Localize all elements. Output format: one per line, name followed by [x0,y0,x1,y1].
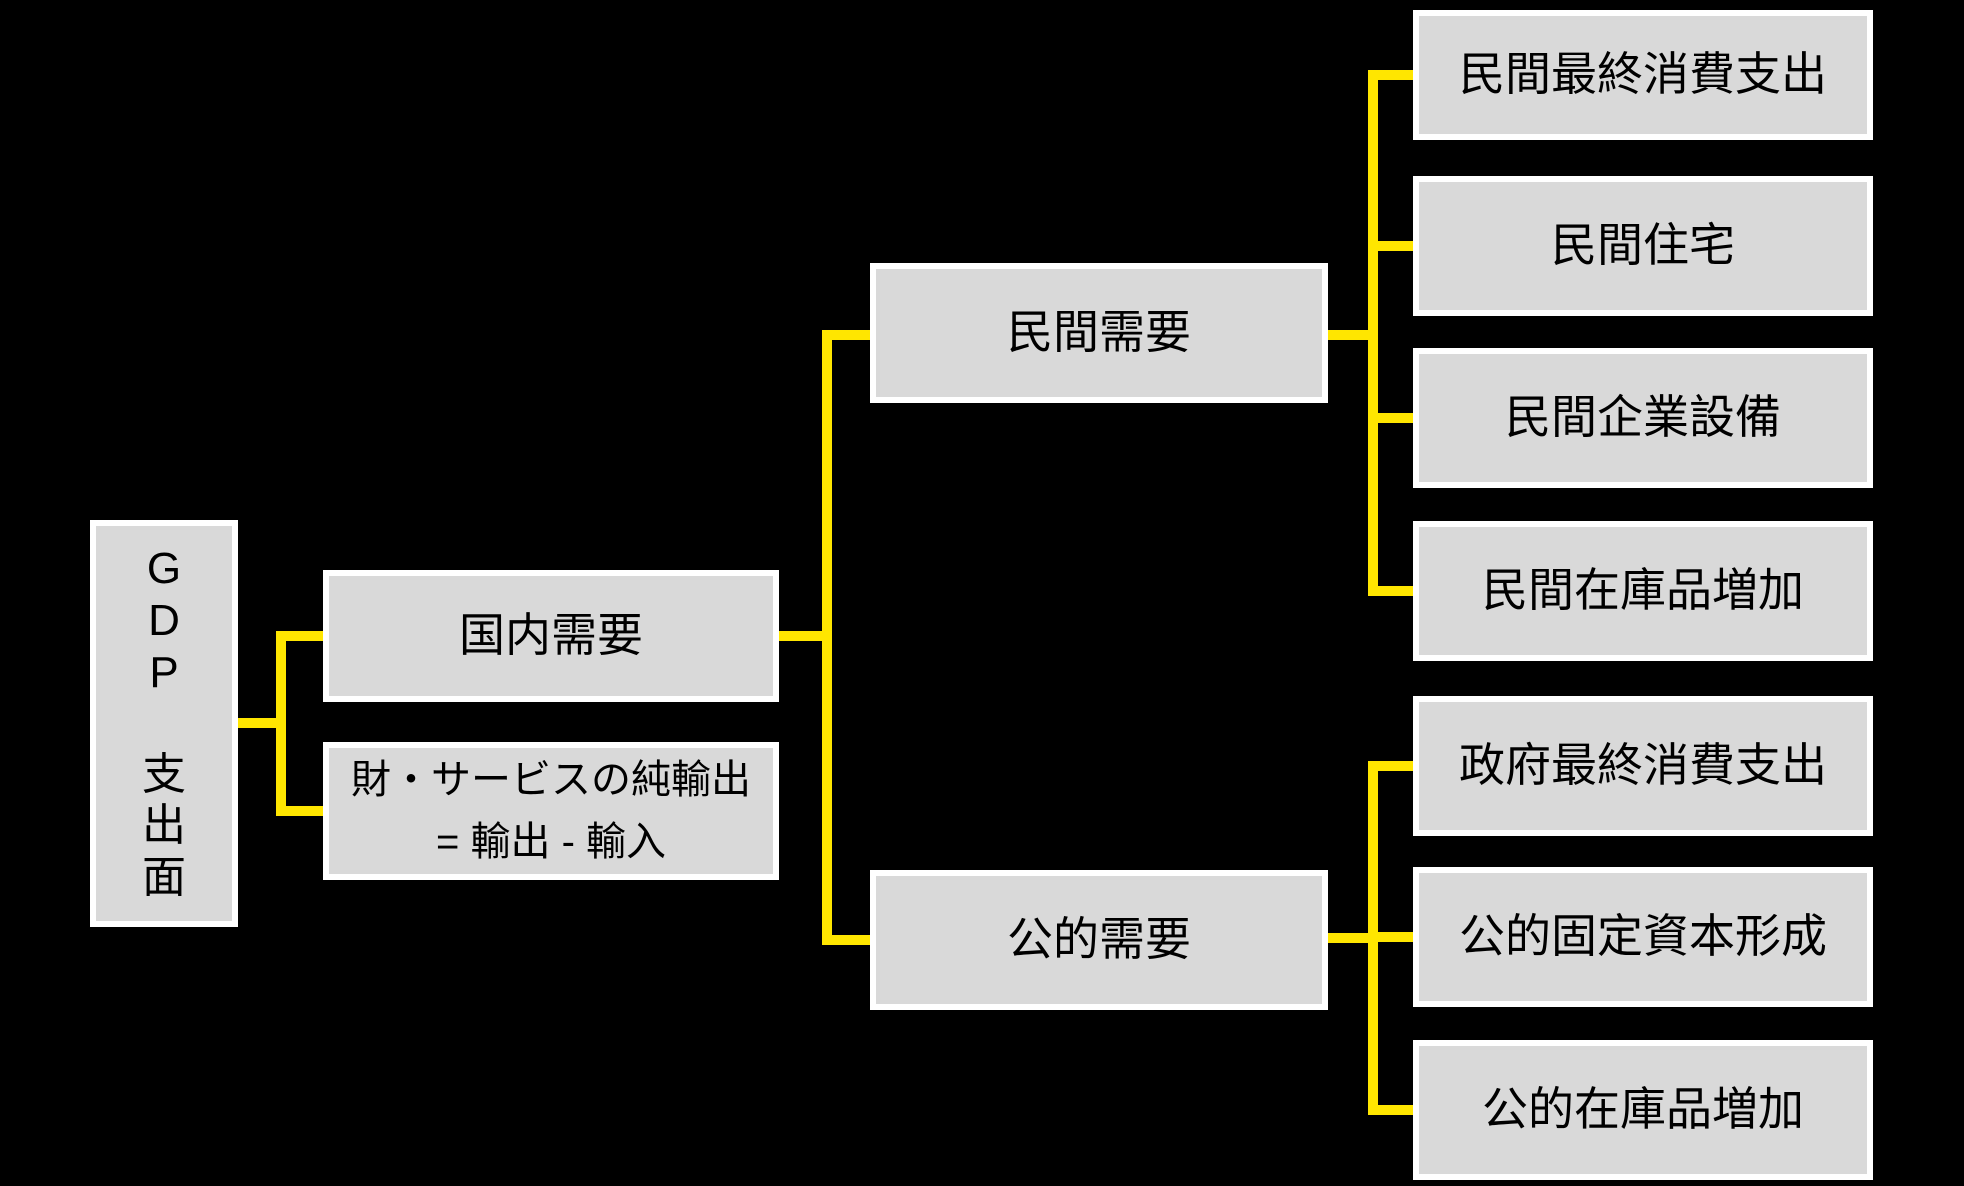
node-label: 公的在庫品増加 [1482,1083,1804,1136]
connector-bracket-level1 [276,631,286,816]
gdp-char: 面 [142,853,186,903]
node-net-exports: 財・サービスの純輸出 = 輸出 - 輸入 [323,742,779,880]
connector-to-private-housing [1368,241,1413,251]
connector-to-net-exports [276,806,323,816]
connector-bracket-private-items [1368,70,1378,596]
connector-to-private-demand [822,330,870,340]
connector-gdp-to-bracket [238,718,286,728]
connector-to-public-fixed-capital-formation [1368,932,1413,942]
connector-to-public-demand [822,935,870,945]
gdp-char: D [148,595,180,645]
gdp-char: P [149,647,179,697]
node-public-fixed-capital-formation: 公的固定資本形成 [1413,867,1873,1007]
node-private-housing: 民間住宅 [1413,176,1873,316]
gdp-char: 支 [142,749,186,799]
connector-private-to-bracket [1328,330,1378,340]
connector-to-public-inventory-increase [1368,1105,1413,1115]
node-label: 公的固定資本形成 [1459,910,1827,963]
connector-to-private-inventory-increase [1368,586,1413,596]
node-label: 民間企業設備 [1505,391,1781,444]
connector-to-private-business-equipment [1368,413,1413,423]
gdp-char: 出 [142,801,186,851]
node-label: 民間在庫品増加 [1482,564,1804,617]
connector-to-domestic-demand [276,631,323,641]
node-private-final-consumption: 民間最終消費支出 [1413,10,1873,140]
net-exports-line1: 財・サービスの純輸出 [351,758,751,802]
node-label: 公的需要 [1007,913,1191,966]
node-label: 政府最終消費支出 [1459,739,1827,792]
node-private-inventory-increase: 民間在庫品増加 [1413,521,1873,661]
node-gdp-expenditure: G D P 支 出 面 [90,520,238,927]
node-government-final-consumption: 政府最終消費支出 [1413,696,1873,836]
connector-public-to-bracket [1328,933,1378,943]
node-public-demand: 公的需要 [870,870,1328,1010]
node-public-inventory-increase: 公的在庫品増加 [1413,1040,1873,1180]
connector-to-government-final-consumption [1368,761,1413,771]
node-private-demand: 民間需要 [870,263,1328,403]
connector-domestic-to-bracket [779,631,828,641]
gdp-char: G [146,543,182,593]
node-domestic-demand: 国内需要 [323,570,779,702]
net-exports-line2: = 輸出 - 輸入 [435,820,667,864]
node-label: 民間需要 [1007,306,1191,359]
node-label: 民間住宅 [1551,219,1735,272]
node-private-business-equipment: 民間企業設備 [1413,348,1873,488]
node-label: 民間最終消費支出 [1459,48,1827,101]
connector-bracket-level2 [822,330,832,945]
node-label: 国内需要 [459,609,643,662]
connector-to-private-final-consumption [1368,70,1413,80]
